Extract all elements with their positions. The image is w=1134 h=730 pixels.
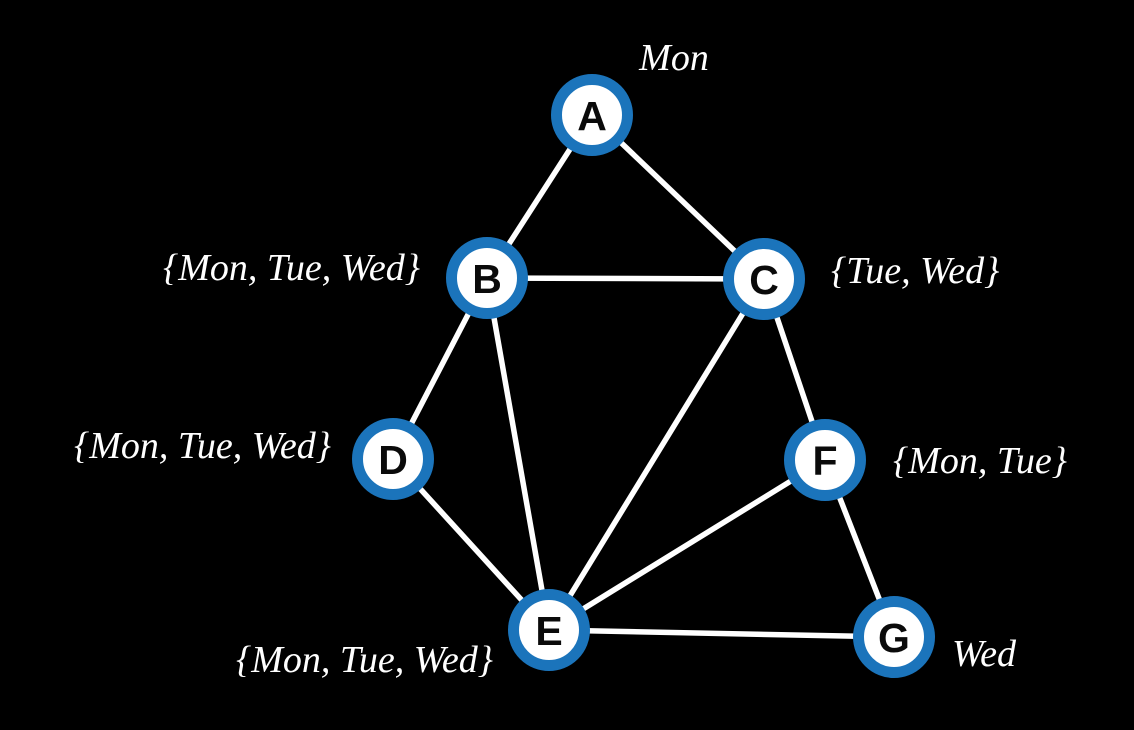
- node-letter-D: D: [378, 437, 408, 483]
- edge-B-C: [484, 275, 767, 282]
- node-G: G: [853, 596, 935, 678]
- node-circle-B: [446, 237, 528, 319]
- domain-label-C: {Tue, Wed}: [831, 250, 999, 292]
- node-circle-E: [508, 589, 590, 671]
- node-B: B: [446, 237, 528, 319]
- node-circle-D: [352, 418, 434, 500]
- node-D: D: [352, 418, 434, 500]
- edge-E-G: [546, 627, 897, 640]
- node-A: A: [551, 74, 633, 156]
- node-E: E: [508, 589, 590, 671]
- node-circle-G: [853, 596, 935, 678]
- node-C: C: [723, 238, 805, 320]
- node-letter-F: F: [812, 438, 837, 484]
- labels-layer: Mon {Mon, Tue, Wed} {Tue, Wed} {Mon, Tue, W…: [74, 37, 1067, 681]
- nodes-layer: A B C D E F G: [352, 74, 935, 678]
- node-letter-G: G: [878, 615, 910, 661]
- edges-layer: [390, 112, 897, 640]
- domain-label-E: {Mon, Tue, Wed}: [236, 639, 493, 681]
- node-letter-C: C: [749, 257, 779, 303]
- node-circle-A: [551, 74, 633, 156]
- domain-label-F: {Mon, Tue}: [893, 440, 1067, 482]
- domain-label-A: Mon: [638, 37, 709, 79]
- domain-label-B: {Mon, Tue, Wed}: [163, 247, 420, 289]
- domain-label-D: {Mon, Tue, Wed}: [74, 425, 331, 467]
- node-letter-E: E: [535, 608, 562, 654]
- node-circle-F: [784, 419, 866, 501]
- domain-label-G: Wed: [952, 633, 1017, 675]
- node-F: F: [784, 419, 866, 501]
- node-circle-C: [723, 238, 805, 320]
- edge-E-F: [546, 457, 828, 633]
- edge-B-E: [484, 275, 552, 633]
- edge-C-E: [546, 276, 767, 633]
- node-letter-A: A: [577, 93, 607, 139]
- node-letter-B: B: [472, 256, 502, 302]
